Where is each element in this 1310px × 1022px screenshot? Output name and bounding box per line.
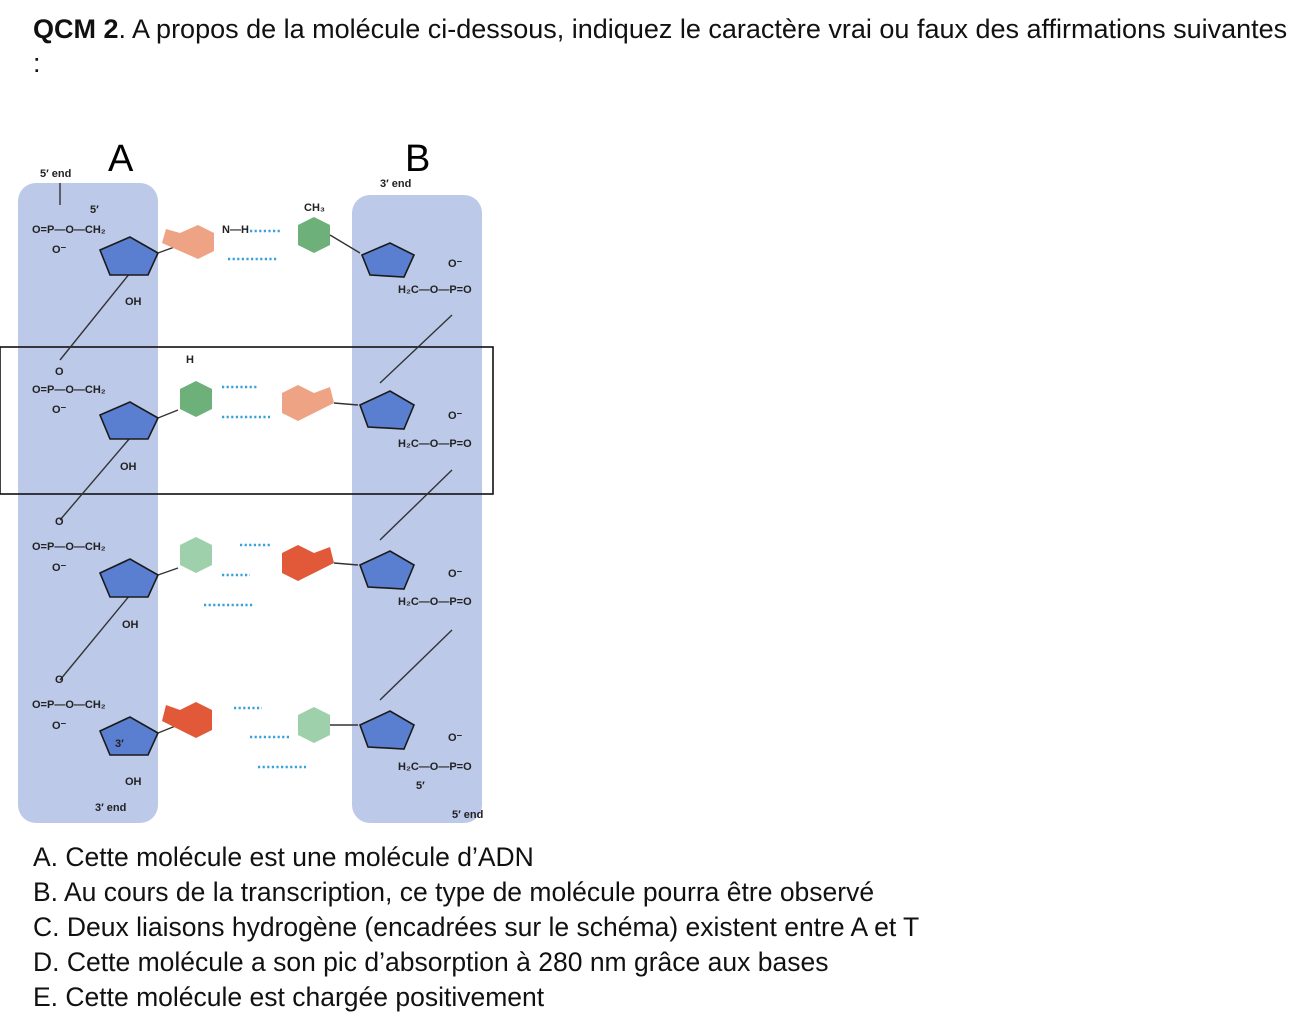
end-label-top-left: 5′ end bbox=[40, 168, 71, 180]
question-label: QCM 2 bbox=[33, 14, 119, 44]
option-b: B. Au cours de la transcription, ce type… bbox=[33, 877, 875, 907]
phosphate-right-4: H₂C—O—P=O bbox=[398, 761, 472, 773]
methyl-1: CH₃ bbox=[304, 202, 325, 214]
base-adenine-1 bbox=[180, 225, 214, 259]
option-a: A. Cette molécule est une molécule d’ADN bbox=[33, 842, 534, 872]
base-thymine-1 bbox=[298, 217, 330, 253]
end-label-bottom-left: 3′ end bbox=[95, 802, 126, 814]
strand-label-right: B bbox=[405, 138, 430, 180]
sugar-left-4 bbox=[98, 716, 160, 756]
question-stem: QCM 2. A propos de la molécule ci-dessou… bbox=[33, 12, 1298, 80]
option-e: E. Cette molécule est chargée positiveme… bbox=[33, 982, 545, 1012]
end-label-top-right: 3′ end bbox=[380, 178, 411, 190]
hydroxyl-left-3: OH bbox=[122, 619, 139, 631]
base-guanine-3 bbox=[282, 545, 314, 581]
strand-label-left: A bbox=[108, 138, 134, 180]
base-cytosine-4 bbox=[298, 707, 330, 743]
hydroxyl-left-1: OH bbox=[125, 296, 142, 308]
phosphate-right-3: H₂C—O—P=O bbox=[398, 596, 472, 608]
base-guanine-4-ring bbox=[162, 705, 180, 730]
oxygen-anion-right-3: O⁻ bbox=[448, 568, 463, 580]
backbone-links bbox=[59, 183, 453, 701]
pair-row-3: O O=P—O—CH₂ O⁻ OH H₂C—O—P=O O⁻ bbox=[32, 516, 472, 631]
phosphate-left-4: O=P—O—CH₂ bbox=[32, 699, 106, 711]
phosphate-right-2: H₂C—O—P=O bbox=[398, 438, 472, 450]
base-cytosine-3 bbox=[180, 537, 212, 573]
highlight-box bbox=[0, 346, 494, 495]
oxygen-anion-right-2: O⁻ bbox=[448, 410, 463, 422]
oxygen-anion-left-2: O⁻ bbox=[52, 404, 67, 416]
oxygen-left-4: O bbox=[55, 674, 64, 686]
pair-row-2: O O=P—O—CH₂ O⁻ OH H H₂C—O—P=O O⁻ bbox=[32, 354, 472, 473]
hydroxyl-left-2: OH bbox=[120, 461, 137, 473]
base-guanine-4 bbox=[180, 702, 212, 738]
base-adenine-2 bbox=[282, 385, 314, 421]
option-c: C. Deux liaisons hydrogène (encadrées su… bbox=[33, 912, 920, 942]
sugar-right-2 bbox=[358, 390, 416, 430]
sugar-right-1 bbox=[360, 242, 416, 278]
base-guanine-3-ring bbox=[314, 547, 334, 573]
phosphate-left-2: O=P—O—CH₂ bbox=[32, 384, 106, 396]
hydroxyl-left-4: OH bbox=[125, 776, 142, 788]
phosphate-right-1: H₂C—O—P=O bbox=[398, 284, 472, 296]
right-backbone bbox=[352, 195, 482, 823]
sugar-right-4 bbox=[358, 710, 416, 750]
sugar-left-3 bbox=[98, 558, 160, 598]
prime-5-right-4: 5′ bbox=[416, 780, 425, 792]
oxygen-left-2: O bbox=[55, 366, 64, 378]
answer-options: A. Cette molécule est une molécule d’ADN… bbox=[33, 840, 919, 1015]
pair-row-4: O O=P—O—CH₂ O⁻ 3′ OH H₂C—O—P=O O⁻ 5′ bbox=[32, 674, 472, 792]
sugar-left-2 bbox=[98, 401, 160, 440]
dna-figure: A B 5′ end 3′ end 3′ end 5′ end O=P—O—CH… bbox=[0, 138, 494, 823]
base-adenine-2-ring bbox=[314, 387, 334, 413]
oxygen-anion-left-1: O⁻ bbox=[52, 244, 67, 256]
hydrogen-top-2: H bbox=[186, 354, 194, 366]
prime-3-left-4: 3′ bbox=[115, 738, 124, 750]
sugar-left-1 bbox=[98, 236, 160, 276]
base-adenine-1-ring bbox=[162, 229, 180, 251]
amine-top-1: N—H bbox=[222, 224, 249, 236]
question-text: . A propos de la molécule ci-dessous, in… bbox=[33, 14, 1288, 78]
sugar-right-3 bbox=[358, 550, 416, 590]
oxygen-anion-left-4: O⁻ bbox=[52, 720, 67, 732]
base-cytosine-2 bbox=[180, 381, 212, 417]
oxygen-left-3: O bbox=[55, 516, 64, 528]
oxygen-anion-right-4: O⁻ bbox=[448, 732, 463, 744]
pair-row-1: O=P—O—CH₂ O⁻ 5′ OH N—H CH₃ H₂C—O—P=O O⁻ bbox=[32, 202, 472, 308]
end-label-bottom-right: 5′ end bbox=[452, 809, 483, 821]
phosphate-left-1: O=P—O—CH₂ bbox=[32, 224, 106, 236]
option-d: D. Cette molécule a son pic d’absorption… bbox=[33, 947, 829, 977]
prime-5-left-1: 5′ bbox=[90, 204, 99, 216]
phosphate-left-3: O=P—O—CH₂ bbox=[32, 541, 106, 553]
oxygen-anion-right-1: O⁻ bbox=[448, 258, 463, 270]
oxygen-anion-left-3: O⁻ bbox=[52, 562, 67, 574]
left-backbone bbox=[18, 183, 158, 823]
